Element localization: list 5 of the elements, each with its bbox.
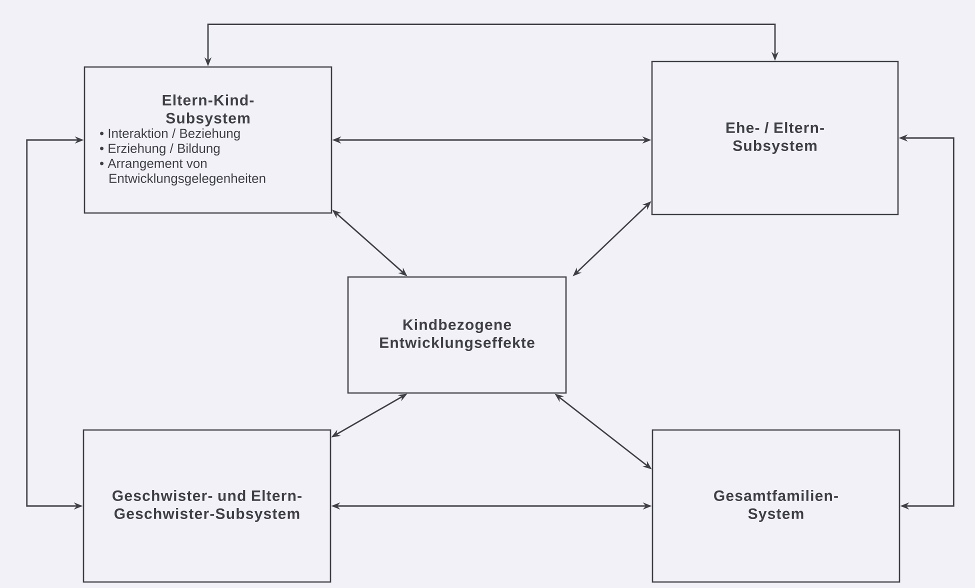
outcome-box: Kindbezogene Entwicklungseffekte [347, 276, 567, 394]
system-box: Geschwister- und Eltern-Geschwister-Subsystem [82, 429, 332, 583]
system-box: Eltern-Kind-Subsystem • Interaktion / Beziehung • Erziehung / Bildung • Arrangement von Entwicklungsgelegenheiten [84, 66, 332, 214]
system-box: Ehe- / Eltern-Subsystem [651, 60, 899, 216]
system-box: Gesamtfamilien-System [652, 429, 900, 583]
